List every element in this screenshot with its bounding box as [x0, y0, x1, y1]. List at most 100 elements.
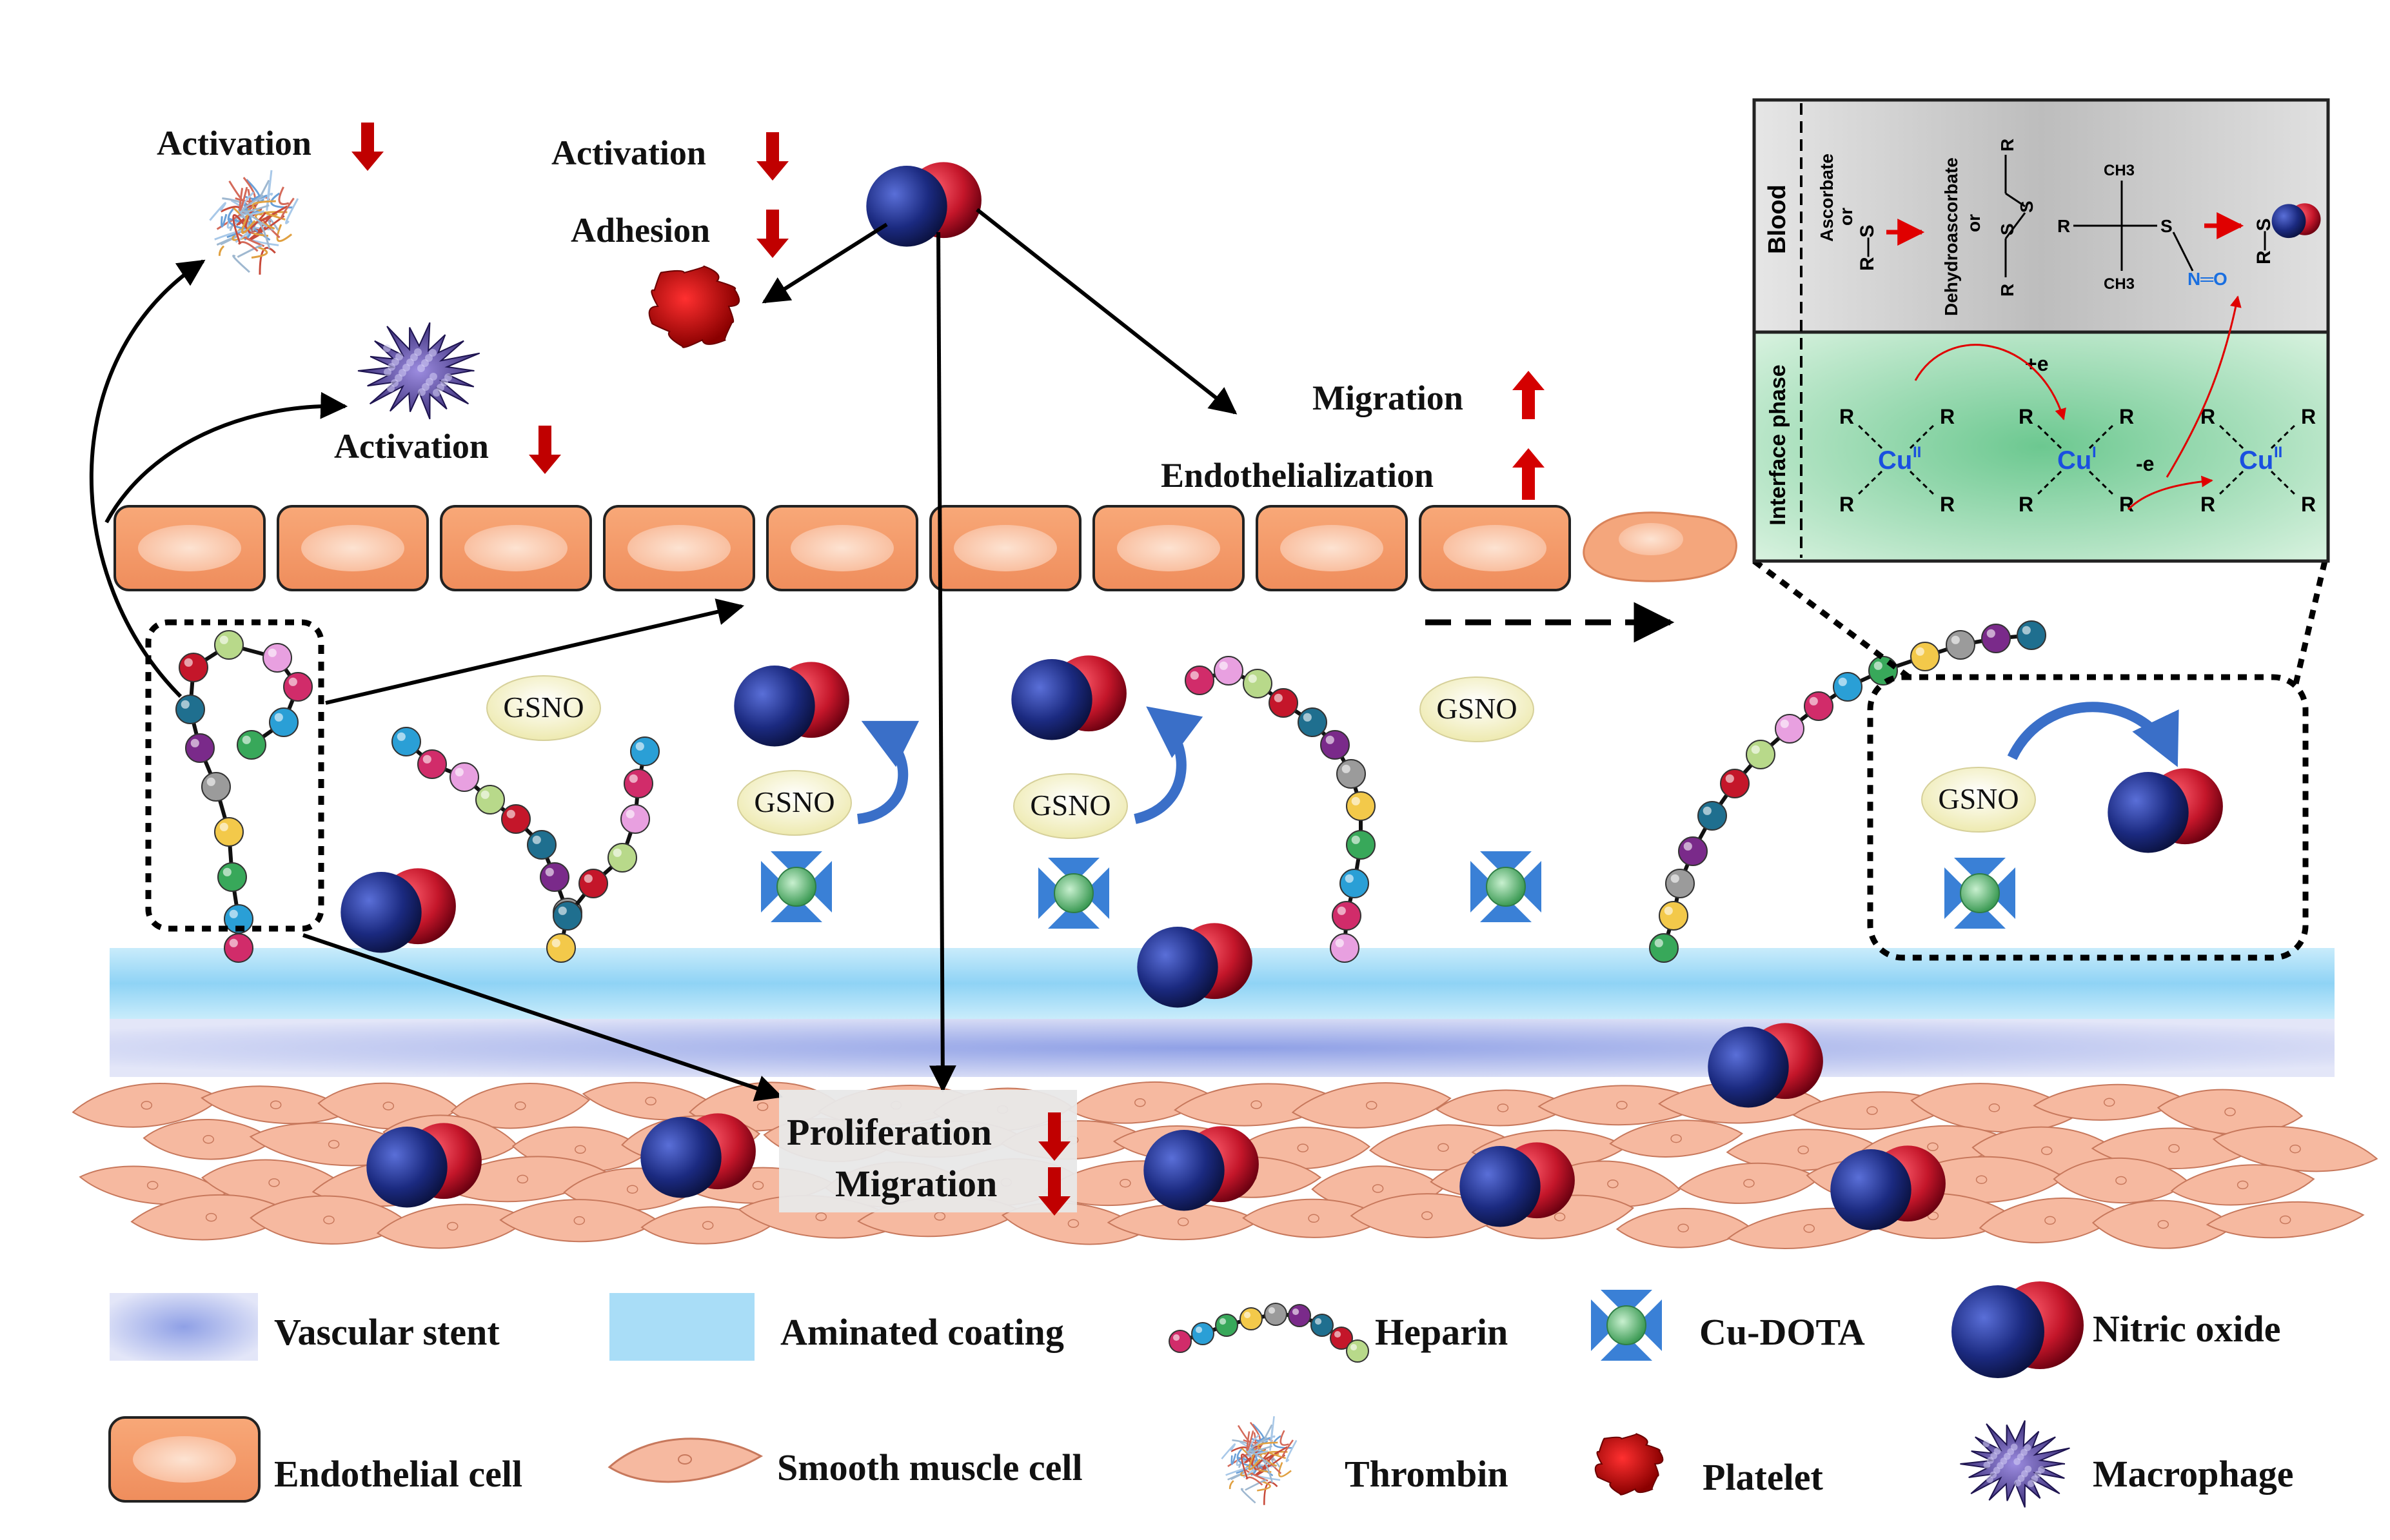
macrophage-texture — [2024, 1465, 2032, 1473]
cu-ligand-r: R — [2119, 493, 2134, 516]
heparin-bead-shine — [1873, 661, 1882, 670]
endothelial-nucleus — [1280, 525, 1383, 571]
or-text-2: or — [1964, 214, 1984, 232]
heparin-bead-shine — [1703, 806, 1712, 815]
heparin-bead-shine — [1670, 874, 1679, 883]
cu-ligand-bond — [2088, 470, 2115, 497]
heparin-bead-shine — [288, 677, 297, 686]
smc-nucleus — [1308, 1214, 1319, 1223]
gsno-label: GSNO — [754, 785, 835, 818]
heparin-bead-shine — [1751, 745, 1760, 754]
ascorbate-text: Ascorbate — [1817, 153, 1837, 242]
heparin-bead — [1243, 669, 1272, 698]
heparin-bead — [201, 772, 231, 802]
smc-nucleus — [202, 1135, 214, 1144]
legend-endothelial-cell-label: Endothelial cell — [274, 1453, 522, 1495]
legend-macrophage: Macrophage — [1960, 1420, 2293, 1508]
no-nitrogen — [1830, 1149, 1911, 1230]
smc-nucleus — [1437, 1143, 1449, 1152]
dota-wing — [1516, 861, 1541, 913]
smc-nucleus — [446, 1221, 459, 1231]
gsno-label: GSNO — [503, 691, 584, 724]
smc-nucleus — [934, 1212, 946, 1221]
thrombin-strand — [285, 198, 299, 224]
legend-aminated-coating: Aminated coating — [609, 1293, 1064, 1361]
heparin-bead — [620, 804, 650, 834]
cu-oxidation-state: II — [2274, 444, 2282, 461]
cu-ligand-r: R — [2200, 405, 2215, 428]
cu-center — [1486, 867, 1526, 907]
thrombin-strand — [1236, 1448, 1256, 1468]
heparin-bead — [1659, 901, 1688, 931]
heparin-bead — [237, 730, 266, 760]
smc-nucleus — [2103, 1098, 2115, 1107]
gsno-molecules: GSNO GSNO GSNO GSNO GSNO — [486, 675, 2036, 839]
zoom-line-right — [2293, 560, 2328, 685]
smc-nucleus — [1421, 1211, 1433, 1220]
heparin-bead-shine — [1219, 661, 1228, 670]
gsno-to-no-arrows — [856, 702, 2179, 824]
dota-wing — [1083, 867, 1109, 919]
heparin-bead — [1346, 791, 1376, 821]
cu-ligand-r: R — [1839, 493, 1854, 516]
heparin-bead-shine — [1345, 874, 1354, 883]
heparin-bead — [527, 830, 557, 860]
gsno-label: GSNO — [1938, 782, 2019, 815]
macrophage-texture — [2010, 1443, 2018, 1451]
dota-wing — [771, 896, 822, 922]
thrombin-strand — [1245, 1476, 1263, 1486]
cu-oxidation-state: I — [2092, 444, 2097, 461]
smc-nucleus — [1297, 1143, 1309, 1152]
heparin-bead — [1320, 730, 1350, 760]
heparin-bead-shine — [1351, 835, 1360, 844]
heparin-highlight-box — [145, 619, 324, 932]
s-text: S — [2017, 201, 2037, 213]
heparin-bead-shine — [1951, 635, 1960, 644]
smc-nucleus — [1803, 1224, 1815, 1233]
heparin-bead-shine — [1350, 1343, 1358, 1351]
dota-wing — [1601, 1290, 1652, 1316]
smc-nucleus — [1554, 1212, 1566, 1221]
no-nitrogen — [734, 666, 815, 747]
heparin-bead-shine — [558, 906, 567, 915]
smc-nucleus — [2279, 1215, 2291, 1225]
smc-nucleus — [1988, 1103, 2000, 1112]
smc-nucleus — [1607, 1179, 1619, 1189]
thrombin-strand — [232, 255, 250, 273]
smc-nucleus — [2157, 1219, 2169, 1229]
r-text-3: R — [2057, 216, 2070, 236]
smc-nucleus — [141, 1101, 153, 1110]
gsno-5: GSNO — [1921, 767, 2036, 833]
gsno-4: GSNO — [1419, 676, 1534, 742]
cu-center-label: Cu — [2239, 446, 2273, 475]
heparin-bead — [1214, 656, 1243, 686]
heparin-bead — [283, 672, 313, 702]
heparin-bead-shine — [422, 755, 431, 764]
no-nitrogen — [366, 1127, 448, 1208]
s-text-2: S — [1997, 223, 2017, 235]
heparin-bead — [630, 736, 660, 766]
heparin-bead-shine — [545, 867, 554, 876]
s-text-3: S — [2160, 216, 2173, 236]
heparin-bead — [1332, 901, 1361, 931]
thrombin-strand — [241, 194, 270, 213]
cu-oxidation-state: II — [1913, 444, 1921, 461]
heparin-bead — [1665, 869, 1695, 898]
heparin-bead — [214, 630, 244, 660]
cu-ligand-r: R — [1940, 405, 1955, 428]
heparin-bead-shine — [1341, 764, 1350, 773]
heparin-bead-shine — [1986, 629, 1995, 638]
thrombin-strand — [1229, 1480, 1234, 1490]
heparin-bead-shine — [629, 774, 638, 783]
heparin-bead — [1191, 1322, 1214, 1345]
smc-nucleus — [2041, 1146, 2053, 1156]
heparin-bead-shine — [190, 738, 199, 747]
cu-ligand-r: R — [1940, 493, 1955, 516]
heparin-bead-shine — [626, 809, 635, 818]
heparin-bead — [1720, 769, 1750, 798]
heparin-bead-shine — [2022, 626, 2031, 635]
cu-ligand-r: R — [2019, 493, 2033, 516]
heparin-bead-shine — [1334, 1330, 1341, 1338]
smc-nucleus — [146, 1181, 159, 1190]
ec-migration-up-arrow — [1512, 371, 1545, 419]
